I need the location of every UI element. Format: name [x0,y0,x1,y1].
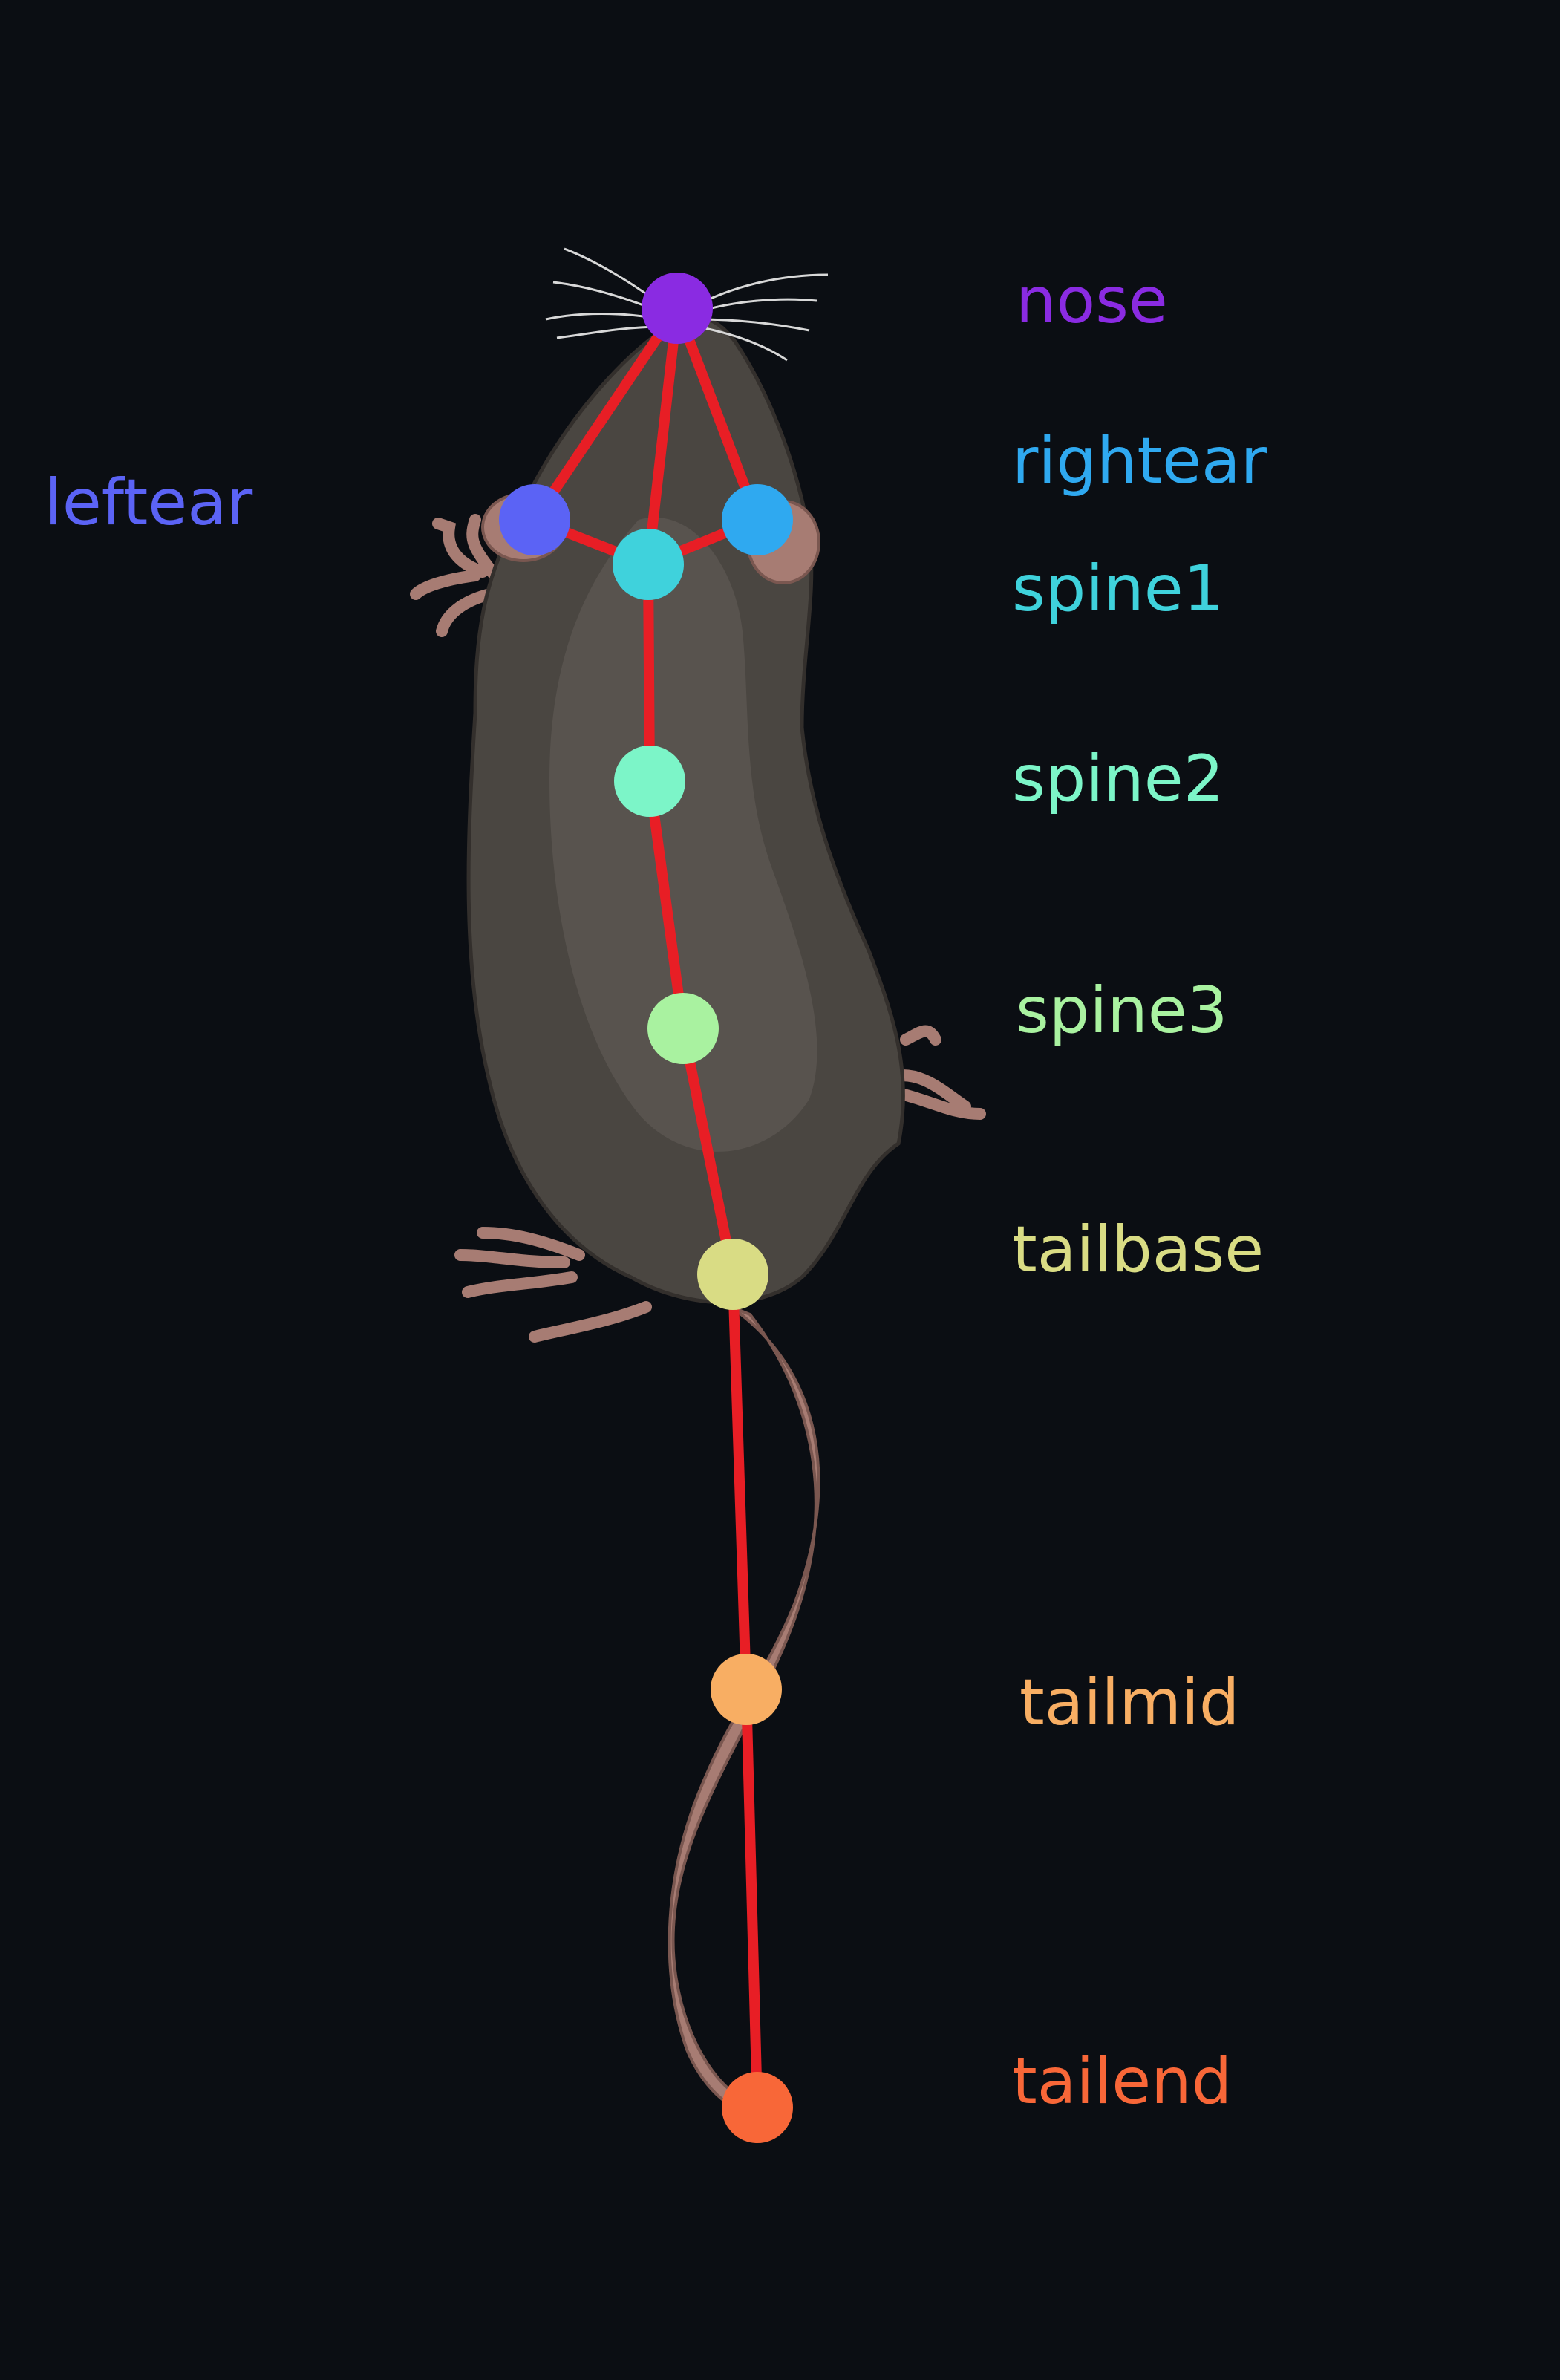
keypoint-tailmid [711,1654,782,1725]
skeleton-edge-spine3-tailbase [678,1023,738,1279]
skeleton-edge-tailbase-tailmid [728,1269,751,1695]
keypoint-label-spine1: spine1 [1012,552,1224,626]
keypoint-nose [642,273,713,344]
keypoint-label-tailend: tailend [1012,2044,1233,2119]
skeleton-edge-tailmid-tailend [741,1684,763,2113]
keypoint-spine2 [614,746,685,817]
keypoint-tailend [722,2072,793,2143]
skeleton-edge-nose-spine1 [643,303,682,570]
keypoint-label-spine3: spine3 [1016,974,1228,1048]
skeleton-edge-spine1-spine2 [643,559,655,786]
keypoint-spine3 [647,993,719,1064]
keypoint-label-spine2: spine2 [1012,742,1224,816]
keypoint-label-rightear: rightear [1012,424,1267,498]
keypoint-label-leftear: leftear [45,466,253,540]
left-rear-paw [454,1227,652,1343]
mouse-body-highlight [549,517,817,1152]
keypoint-label-tailmid: tailmid [1019,1666,1240,1740]
keypoint-leftear [499,484,570,555]
keypoint-rightear [722,484,793,555]
keypoint-label-nose: nose [1016,264,1168,338]
keypoint-spine1 [613,529,684,600]
left-front-paw [410,514,503,637]
skeleton-edge-spine2-spine3 [644,776,688,1034]
skeleton-edge-nose-leftear [529,303,682,525]
keypoint-tailbase [697,1239,768,1310]
keypoint-label-tailbase: tailbase [1012,1213,1264,1287]
keypoints [499,273,793,2143]
skeleton-edge-nose-rightear [672,303,763,525]
